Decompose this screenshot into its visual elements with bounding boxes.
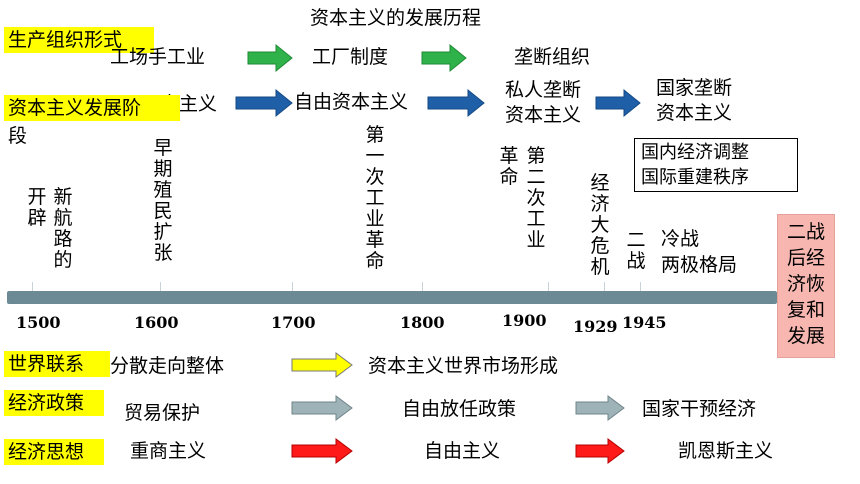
stages-label: 资本主义发展阶 [4, 95, 180, 121]
year-1600: 1600 [134, 313, 179, 332]
timeline-bar [7, 291, 777, 304]
policy-item-2: 自由放任政策 [402, 398, 517, 420]
event-kaipi: 开辟 [27, 186, 47, 229]
event-first-industrial-revolution: 第一次工业革命 [365, 124, 385, 272]
event-second-industrial: 第二次工业 [526, 145, 546, 251]
event-great-depression: 经济大危机 [590, 172, 610, 278]
gray-arrow-2 [575, 395, 625, 421]
year-1800: 1800 [400, 313, 445, 332]
red-arrow-1 [291, 438, 353, 464]
world-label: 世界联系 [4, 351, 110, 377]
timeline-tick [640, 282, 641, 291]
event-revolution: 革命 [499, 145, 519, 188]
timeline-tick [604, 282, 605, 291]
stage-item-2: 私人垄断 资本主义 [505, 79, 582, 126]
green-arrow-1 [247, 43, 293, 73]
production-item-2: 工厂制度 [312, 46, 389, 68]
red-arrow-2 [575, 438, 625, 464]
production-item-3: 垄断组织 [514, 46, 591, 68]
thought-item-3: 凯恩斯主义 [678, 440, 774, 462]
world-item-2: 资本主义世界市场形成 [368, 355, 559, 377]
thought-item-2: 自由主义 [424, 440, 501, 462]
blue-arrow-3 [595, 88, 641, 118]
thought-item-1: 重商主义 [130, 440, 207, 462]
event-colonial-expansion: 早期殖民扩张 [153, 137, 173, 264]
timeline-tick [422, 282, 423, 291]
gray-arrow-1 [291, 395, 353, 421]
thought-label: 经济思想 [4, 439, 104, 465]
diagram-title: 资本主义的发展历程 [310, 7, 482, 29]
event-ww2: 二战 [626, 229, 646, 272]
event-cold-war: 冷战 两极格局 [661, 228, 738, 276]
blue-arrow-1 [235, 88, 293, 118]
year-1945: 1945 [622, 313, 667, 332]
policy-item-1: 贸易保护 [124, 402, 201, 424]
policy-label: 经济政策 [4, 390, 104, 416]
timeline-tick [292, 282, 293, 291]
year-1500: 1500 [16, 313, 61, 332]
blue-arrow-2 [427, 88, 485, 118]
production-label: 生产组织形式 [4, 27, 154, 53]
event-xinhanglu: 新航路的 [53, 186, 73, 271]
green-arrow-2 [421, 43, 467, 73]
year-1700: 1700 [271, 313, 316, 332]
yellow-arrow-1 [291, 352, 353, 378]
year-1900: 1900 [502, 311, 547, 330]
stage-item-3: 国家垄断 资本主义 [656, 77, 733, 124]
world-item-1: 分散走向整体 [110, 355, 225, 377]
stages-label-cont: 段 [8, 125, 28, 147]
timeline-tick [32, 282, 33, 291]
timeline-tick [160, 282, 161, 291]
adjustment-box: 国内经济调整 国际重建秩序 [634, 138, 798, 192]
stage-item-1: 自由资本主义 [294, 91, 409, 113]
policy-item-3: 国家干预经济 [642, 398, 757, 420]
year-1929: 1929 [573, 317, 618, 336]
production-item-1: 工场手工业 [110, 46, 206, 68]
timeline-tick [548, 282, 549, 291]
postwar-recovery-box: 二战 后经 济恢 复和 发展 [777, 214, 835, 358]
